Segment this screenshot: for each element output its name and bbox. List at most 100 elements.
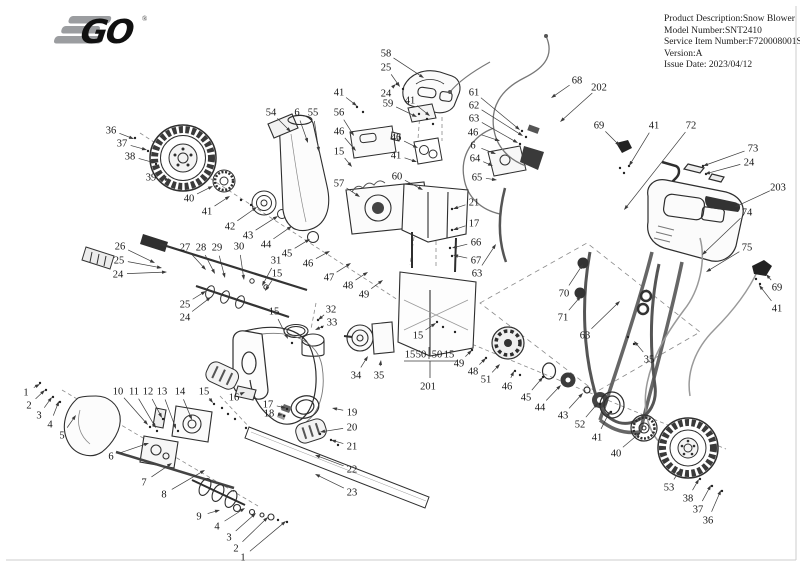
callout-72: 72	[624, 121, 696, 210]
part-number-40: 40	[184, 194, 195, 205]
callout-6: 6	[108, 443, 149, 463]
part-number-35: 35	[644, 355, 655, 366]
callout-52: 52	[575, 403, 598, 431]
part-number-24: 24	[744, 158, 755, 169]
callout-15: 15	[444, 350, 455, 361]
callout-15: 15	[265, 269, 282, 291]
callout-27: 27	[180, 243, 206, 270]
part-number-41: 41	[592, 433, 603, 444]
model-number: Model Number:SNT2410	[664, 25, 762, 36]
part-number-17: 17	[263, 400, 274, 411]
part-number-15: 15	[405, 350, 416, 361]
part-number-44: 44	[535, 403, 546, 414]
callout-40: 40	[184, 186, 213, 205]
callout-51: 51	[481, 364, 500, 386]
part-number-21: 21	[469, 198, 480, 209]
part-number-21: 21	[347, 442, 358, 453]
callout-20: 20	[320, 423, 357, 434]
part-number-48: 48	[343, 281, 354, 292]
upper-bucket	[401, 183, 469, 273]
part-number-16: 16	[229, 393, 240, 404]
callout-21: 21	[331, 439, 358, 453]
part-number-46: 46	[303, 259, 314, 270]
part-number-50: 50	[432, 350, 443, 361]
callout-63: 63	[469, 114, 518, 143]
logo-reg-mark: ®	[142, 15, 148, 23]
part-number-50: 50	[416, 350, 427, 361]
callout-13: 13	[157, 387, 176, 429]
part-number-46: 46	[502, 382, 513, 393]
callout-59: 59	[383, 99, 417, 117]
part-number-37: 37	[117, 139, 128, 150]
part-number-6: 6	[108, 452, 113, 463]
part-number-63: 63	[472, 269, 483, 280]
callout-30: 30	[234, 242, 245, 280]
part-number-27: 27	[180, 243, 191, 254]
part-number-41: 41	[391, 151, 402, 162]
chute-assembly	[267, 113, 330, 232]
part-number-47: 47	[324, 273, 335, 284]
wire-harness	[448, 34, 550, 215]
callout-32: 32	[318, 305, 336, 320]
callout-73: 73	[703, 144, 758, 166]
part-number-41: 41	[405, 96, 416, 107]
callout-24: 24	[705, 158, 755, 175]
callout-6: 6	[470, 141, 496, 154]
callout-37: 37	[693, 485, 711, 516]
callout-41: 41	[391, 151, 417, 163]
part-number-15: 15	[199, 387, 210, 398]
part-number-18: 18	[264, 409, 275, 420]
part-number-30: 30	[234, 242, 245, 253]
callout-49: 49	[454, 350, 472, 370]
part-number-5: 5	[59, 431, 64, 442]
callout-23: 23	[315, 474, 357, 499]
part-number-61: 61	[469, 88, 480, 99]
part-number-9: 9	[196, 512, 201, 523]
part-number-25: 25	[114, 256, 125, 267]
callout-46: 46	[468, 128, 500, 142]
callout-57: 57	[334, 179, 360, 197]
callout-38: 38	[683, 479, 699, 505]
callout-4: 4	[214, 508, 245, 533]
callout-25: 25	[180, 291, 206, 311]
part-number-43: 43	[558, 411, 569, 422]
part-number-60: 60	[392, 172, 403, 183]
part-number-10: 10	[113, 387, 124, 398]
part-number-15: 15	[444, 350, 455, 361]
callout-63: 63	[580, 301, 620, 342]
part-number-46: 46	[334, 127, 345, 138]
callout-202: 202	[560, 83, 607, 122]
part-number-24: 24	[113, 270, 124, 281]
callout-34: 34	[351, 356, 368, 382]
callout-45: 45	[282, 239, 310, 260]
part-number-62: 62	[469, 101, 480, 112]
callout-5: 5	[59, 415, 76, 442]
callout-6: 6	[294, 108, 308, 143]
part-number-34: 34	[351, 371, 362, 382]
page-border	[6, 6, 797, 561]
callout-55: 55	[308, 108, 320, 152]
callout-46: 46	[334, 127, 356, 151]
chute-base	[343, 321, 395, 355]
callout-31: 31	[262, 256, 281, 286]
callout-50: 50	[416, 350, 427, 361]
part-number-3: 3	[226, 533, 231, 544]
callout-41: 41	[405, 96, 430, 116]
callout-44: 44	[261, 226, 292, 251]
callout-46: 46	[391, 133, 418, 148]
part-number-36: 36	[106, 126, 117, 137]
callout-201: 201	[420, 382, 436, 393]
callout-1: 1	[240, 521, 286, 564]
part-number-52: 52	[575, 420, 586, 431]
part-number-26: 26	[115, 242, 126, 253]
callout-8: 8	[161, 470, 205, 501]
callout-71: 71	[558, 296, 581, 324]
product-info-block: Product Description:Snow Blower Model Nu…	[664, 14, 800, 72]
part-number-49: 49	[454, 359, 465, 370]
part-number-201: 201	[420, 382, 436, 393]
part-number-2: 2	[233, 544, 238, 555]
callout-69: 69	[594, 121, 620, 146]
part-number-45: 45	[282, 249, 293, 260]
part-number-1: 1	[240, 553, 245, 564]
callout-69: 69	[766, 274, 782, 294]
